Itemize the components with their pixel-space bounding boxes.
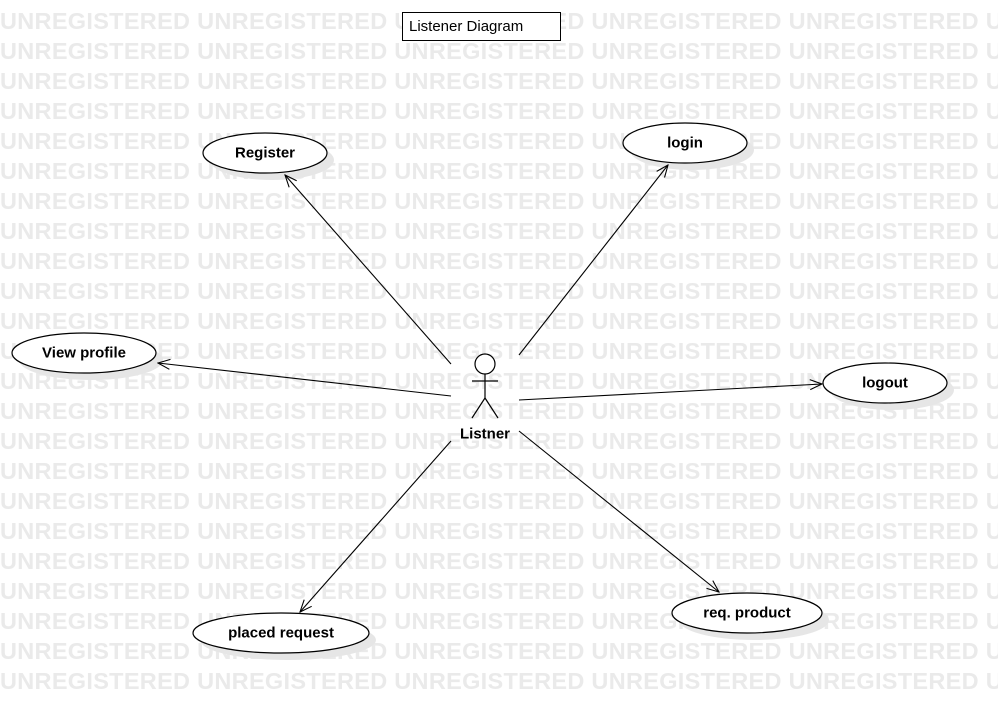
use-case-req-product[interactable]	[671, 592, 823, 634]
use-case-label-placed-request: placed request	[228, 624, 334, 642]
use-case-label-req-product: req. product	[703, 604, 791, 622]
use-case-view-profile[interactable]	[11, 332, 157, 374]
actor-left-leg	[471, 397, 486, 419]
association-line-logout[interactable]	[518, 384, 822, 401]
actor-stick-figure[interactable]	[471, 353, 499, 419]
use-case-label-register: Register	[234, 144, 296, 162]
use-case-ellipses	[11, 122, 948, 654]
use-case-login[interactable]	[622, 122, 748, 164]
ellipse-shadows	[19, 130, 954, 660]
use-case-logout[interactable]	[822, 362, 948, 404]
use-case-placed-request[interactable]	[192, 612, 370, 654]
actor-head	[474, 353, 496, 375]
diagram-title: Listener Diagram	[409, 18, 524, 35]
use-case-label-login: login	[667, 134, 703, 152]
association-line-req-product[interactable]	[518, 430, 719, 592]
association-line-login[interactable]	[518, 165, 668, 356]
association-line-register[interactable]	[285, 175, 452, 365]
association-line-view-profile[interactable]	[158, 363, 452, 397]
use-case-label-view-profile: View profile	[42, 344, 126, 362]
actor-right-leg	[484, 397, 499, 419]
association-line-placed-request[interactable]	[300, 440, 452, 612]
use-case-label-logout: logout	[862, 374, 908, 392]
actor-label: Listner	[459, 425, 511, 443]
association-lines	[158, 165, 822, 612]
diagram-title-box[interactable]: Listener Diagram	[402, 12, 561, 41]
use-case-register[interactable]	[202, 132, 328, 174]
